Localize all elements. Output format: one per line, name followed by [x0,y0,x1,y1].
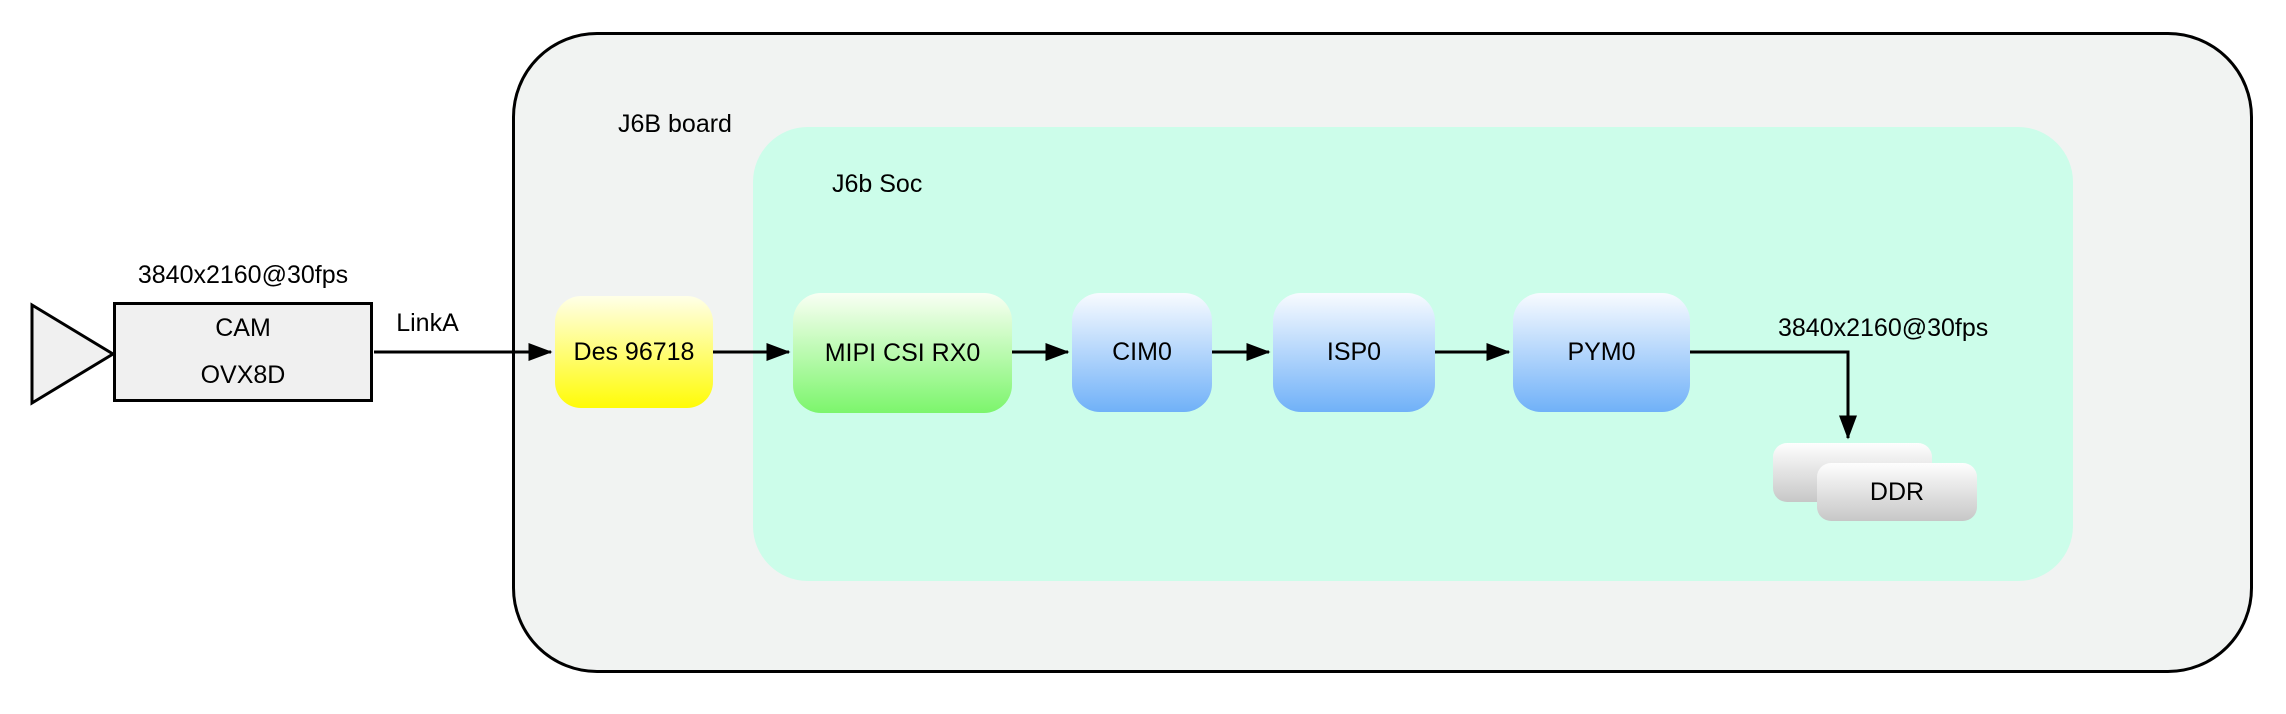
camera-triangle-icon [30,302,116,406]
camera-sensor-label: OVX8D [200,361,286,389]
ddr-box: DDR [1817,463,1977,521]
soc-label: J6b Soc [832,170,923,198]
node-pym0: PYM0 [1513,293,1690,412]
output-resolution-label: 3840x2160@30fps [1778,314,1989,342]
link-label: LinkA [396,309,459,337]
node-des-96718: Des 96718 [555,296,713,408]
camera-name-label: CAM [215,314,271,342]
node-isp0: ISP0 [1273,293,1435,412]
camera-resolution-label: 3840x2160@30fps [137,261,349,289]
node-mipi-csi-rx0: MIPI CSI RX0 [793,293,1012,413]
node-cim0: CIM0 [1072,293,1212,412]
board-label: J6B board [618,110,732,138]
camera-box: CAM OVX8D [113,302,373,402]
